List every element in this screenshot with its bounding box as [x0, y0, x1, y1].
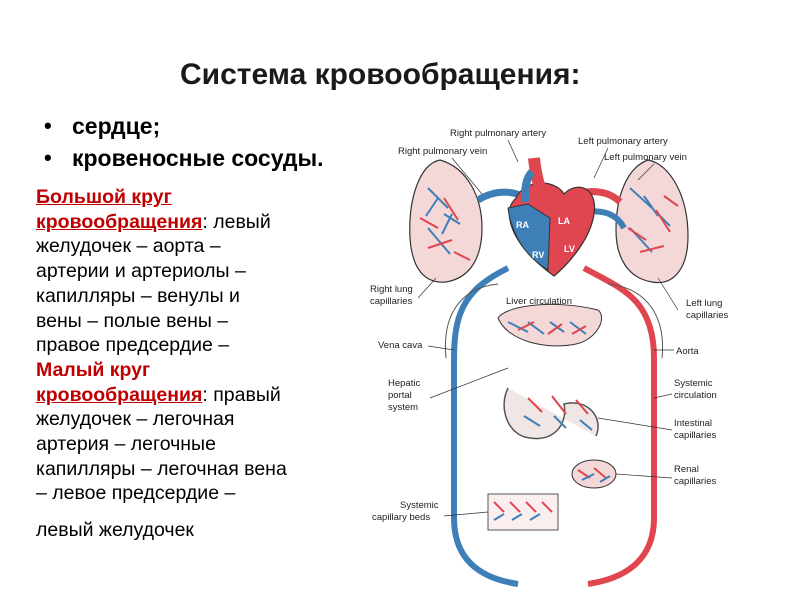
- label-hepatic: Hepatic: [388, 378, 420, 389]
- small-circle-line: желудочек – легочная: [36, 408, 235, 431]
- label-right-lung: Right lung: [370, 284, 413, 295]
- label-right-lung-capillaries: capillaries: [370, 296, 412, 307]
- label-intestinal-capillaries: capillaries: [674, 430, 716, 441]
- big-circle-line: правое предсердие –: [36, 334, 230, 357]
- heart: RA LA RV LV: [507, 157, 596, 277]
- small-circle-line: капилляры – легочная вена: [36, 457, 287, 480]
- heart-label-rv: RV: [532, 250, 544, 260]
- right-lung: [409, 159, 483, 283]
- label-right-pulmonary-artery: Right pulmonary artery: [450, 128, 546, 139]
- small-circle-heading-1: Малый круг: [36, 358, 151, 381]
- big-circle-line: артерии и артериолы –: [36, 260, 246, 283]
- systemic-capillary-beds: [487, 493, 559, 531]
- intestines: [503, 387, 599, 440]
- leader-lines: [417, 139, 679, 517]
- small-circle-last-line: левый желудочек: [36, 519, 194, 542]
- circulation-description: Большой круг кровообращения: левый желуд…: [36, 185, 358, 543]
- big-circle-line: капилляры – венулы и: [36, 284, 240, 307]
- bullet-item-vessels: •кровеносные сосуды.: [44, 142, 324, 174]
- heart-label-ra: RA: [516, 220, 529, 230]
- label-vena-cava: Vena cava: [378, 340, 423, 351]
- label-systemic-beds: Systemic: [400, 500, 439, 511]
- circulation-diagram: RA LA RV LV Right pulmonary artery Left …: [370, 128, 728, 587]
- big-circle-heading-1: Большой круг: [36, 186, 172, 208]
- small-circle-line: артерия – легочные: [36, 433, 216, 456]
- page-title: Система кровообращения:: [180, 58, 581, 91]
- label-renal: Renal: [674, 464, 699, 475]
- label-systemic: Systemic: [674, 378, 713, 389]
- label-portal: portal: [388, 390, 412, 401]
- label-left-lung: Left lung: [686, 298, 722, 309]
- big-circle-line: вены – полые вены –: [36, 309, 229, 332]
- label-capillary-beds: capillary beds: [372, 512, 430, 523]
- small-circle-line: – левое предсердие –: [36, 482, 236, 505]
- label-left-pulmonary-artery: Left pulmonary artery: [578, 136, 668, 147]
- label-liver-circulation: Liver circulation: [506, 296, 572, 307]
- label-aorta: Aorta: [676, 346, 699, 357]
- liver: [497, 303, 603, 347]
- left-lung: [615, 159, 689, 284]
- label-left-lung-capillaries: capillaries: [686, 310, 728, 321]
- label-circulation: circulation: [674, 390, 717, 401]
- bullet-dot: •: [44, 145, 52, 170]
- label-system: system: [388, 402, 418, 413]
- label-left-pulmonary-vein: Left pulmonary vein: [604, 152, 687, 163]
- label-intestinal: Intestinal: [674, 418, 712, 429]
- bullet-item-heart: •сердце;: [44, 110, 324, 142]
- label-right-pulmonary-vein: Right pulmonary vein: [398, 146, 487, 157]
- big-circle-heading-2: кровообращения: [36, 210, 203, 233]
- label-renal-capillaries: capillaries: [674, 476, 716, 487]
- heart-label-lv: LV: [564, 244, 575, 254]
- heart-label-la: LA: [558, 216, 570, 226]
- bullet-dot: •: [44, 113, 52, 138]
- vessel-outline: [444, 283, 499, 359]
- kidneys: [571, 459, 617, 489]
- bullet-list: •сердце; •кровеносные сосуды.: [44, 110, 324, 174]
- small-circle-heading-2: кровообращения: [36, 383, 203, 406]
- vena-cava-vessel: [451, 265, 519, 587]
- big-circle-line: желудочек – аорта –: [36, 235, 221, 258]
- vessel-outline: [607, 283, 664, 359]
